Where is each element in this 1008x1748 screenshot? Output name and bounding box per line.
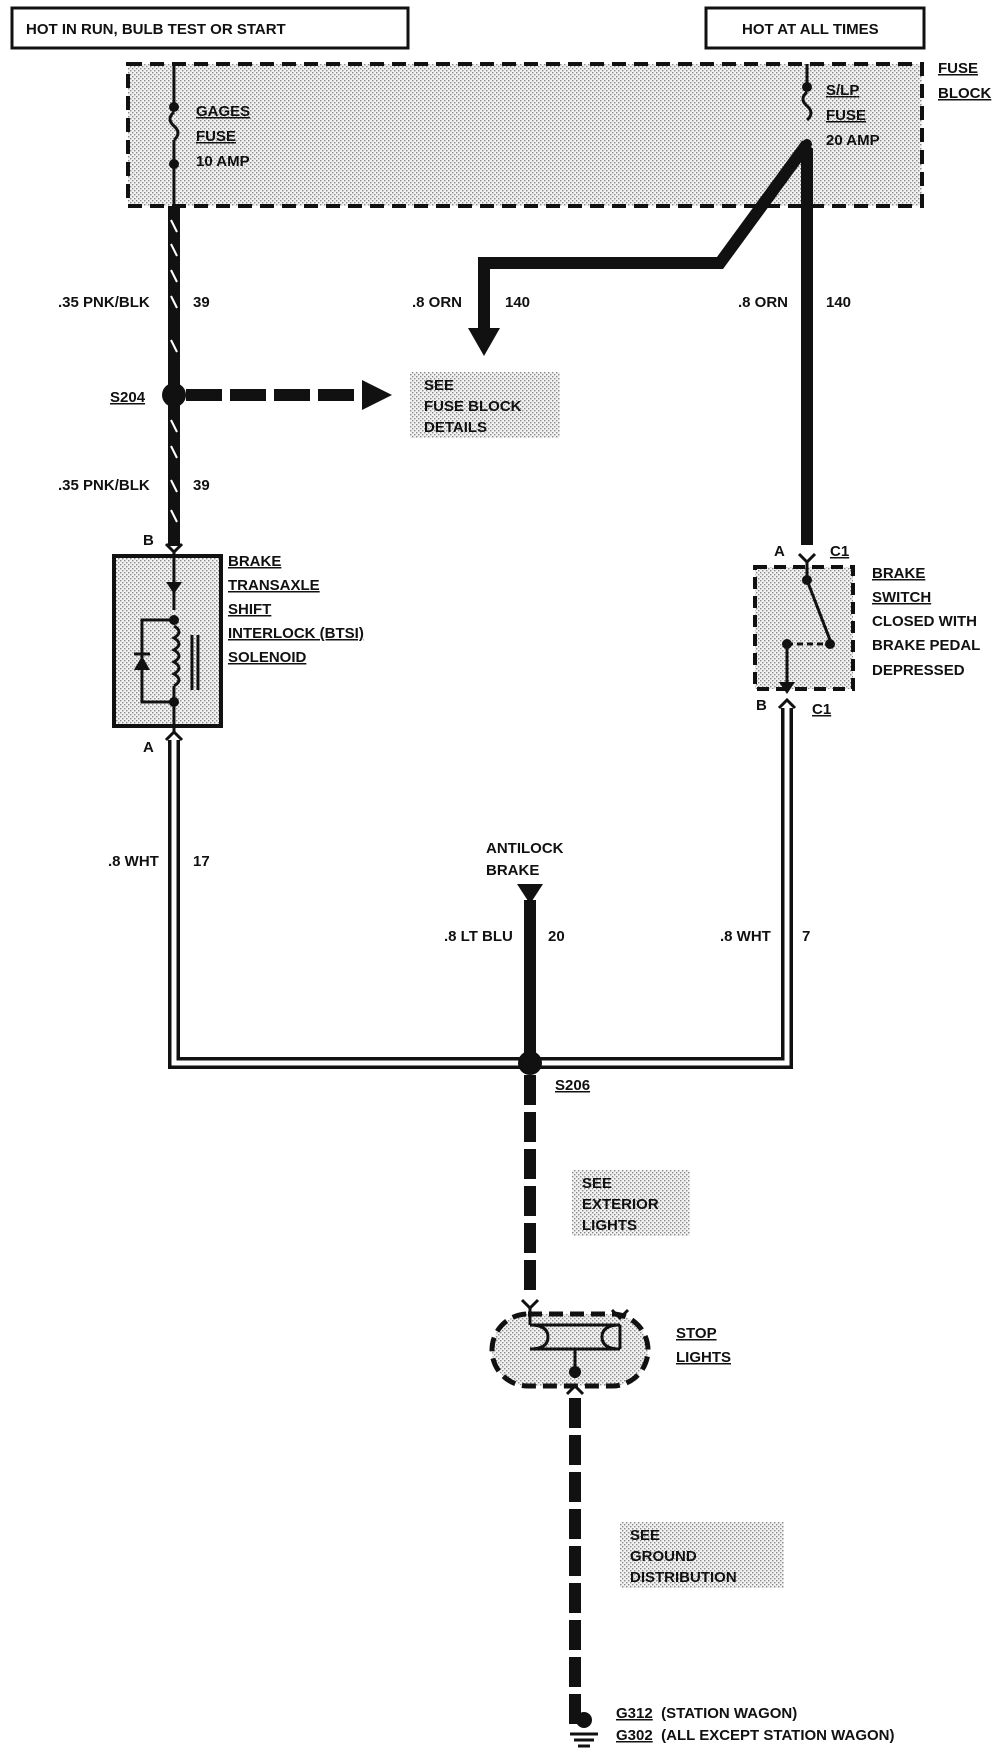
solenoid-label-3: SHIFT: [228, 601, 271, 618]
wire-39-lower-gauge: .35 PNK/BLK: [58, 477, 150, 494]
brake-switch-label-2: SWITCH: [872, 589, 931, 606]
brake-switch-conn-top: C1: [830, 543, 849, 560]
wire-7-gauge: .8 WHT: [720, 928, 771, 945]
header-hot-in-run: HOT IN RUN, BULB TEST OR START: [10, 6, 410, 50]
see-exterior-line2: EXTERIOR: [582, 1196, 659, 1213]
ground-g302: G302 (ALL EXCEPT STATION WAGON): [616, 1727, 894, 1744]
see-exterior-line1: SEE: [582, 1175, 612, 1192]
brake-switch-label-4: BRAKE PEDAL: [872, 637, 980, 654]
wire-17-circuit: 17: [193, 853, 210, 870]
solenoid-label-4: INTERLOCK (BTSI): [228, 625, 364, 642]
gages-fuse-word: FUSE: [196, 128, 236, 145]
brake-switch: A C1 B C1 BRAKE SWITCH CLOSED WITH BRAKE…: [753, 543, 980, 718]
wire-17-gauge: .8 WHT: [108, 853, 159, 870]
brake-switch-pin-a: A: [774, 543, 785, 560]
ground-g312-note: (STATION WAGON): [661, 1705, 797, 1722]
see-fuse-details-line2: FUSE BLOCK: [424, 398, 522, 415]
brake-switch-label-3: CLOSED WITH: [872, 613, 977, 630]
wire-7: .8 WHT 7: [530, 708, 810, 1069]
fuse-block: FUSE BLOCK GAGES FUSE 10 AMP S/LP FUSE 2…: [126, 60, 991, 208]
wire-140-left-gauge: .8 ORN: [412, 294, 462, 311]
brake-switch-label-5: DEPRESSED: [872, 662, 965, 679]
splice-s206-label: S206: [555, 1077, 590, 1094]
stop-lights-label-2: LIGHTS: [676, 1349, 731, 1366]
gages-fuse: GAGES FUSE 10 AMP: [168, 64, 250, 206]
gages-fuse-name: GAGES: [196, 103, 250, 120]
header-hot-at-all-times: HOT AT ALL TIMES: [704, 6, 926, 50]
solenoid-pin-a: A: [143, 739, 154, 756]
ground-g312-id: G312: [616, 1705, 653, 1722]
see-fuse-details-line1: SEE: [424, 377, 454, 394]
ground-g302-note: (ALL EXCEPT STATION WAGON): [661, 1727, 894, 1744]
header-hot-at-all-times-text: HOT AT ALL TIMES: [742, 21, 879, 38]
see-fuse-details-line3: DETAILS: [424, 419, 487, 436]
wire-140-left-circuit: 140: [505, 294, 530, 311]
see-fuse-block-details[interactable]: SEE FUSE BLOCK DETAILS: [410, 372, 560, 438]
see-ground-line2: GROUND: [630, 1548, 697, 1565]
fuse-block-label-2: BLOCK: [938, 85, 991, 102]
see-ground-line3: DISTRIBUTION: [630, 1569, 737, 1586]
stop-lights-label-1: STOP: [676, 1325, 717, 1342]
splice-s204: S204: [110, 380, 392, 410]
wire-7-circuit: 7: [802, 928, 810, 945]
wire-17: .8 WHT 17: [108, 740, 530, 1069]
wire-39-upper-gauge: .35 PNK/BLK: [58, 294, 150, 311]
wire-39: .35 PNK/BLK 39 .35 PNK/BLK 39: [58, 206, 210, 546]
ground-symbol: G312 (STATION WAGON) G302 (ALL EXCEPT ST…: [570, 1705, 894, 1748]
arrow-140-down: [468, 328, 500, 356]
wire-20: ANTILOCK BRAKE .8 LT BLU 20: [444, 840, 565, 1063]
see-exterior-line3: LIGHTS: [582, 1217, 637, 1234]
solenoid-label-5: SOLENOID: [228, 649, 307, 666]
slp-fuse-name: S/LP: [826, 82, 859, 99]
brake-switch-conn-bottom: C1: [812, 701, 831, 718]
solenoid-pin-b: B: [143, 532, 154, 549]
see-exterior-lights[interactable]: SEE EXTERIOR LIGHTS: [572, 1170, 690, 1236]
solenoid-label-2: TRANSAXLE: [228, 577, 320, 594]
brake-switch-pin-b: B: [756, 697, 767, 714]
see-ground-line1: SEE: [630, 1527, 660, 1544]
wire-20-circuit: 20: [548, 928, 565, 945]
antilock-label-2: BRAKE: [486, 862, 539, 879]
wire-140-right-gauge: .8 ORN: [738, 294, 788, 311]
wire-39-lower-circuit: 39: [193, 477, 210, 494]
stop-lights: STOP LIGHTS: [489, 1298, 731, 1396]
btsi-solenoid: B A BRAKE TRANSAXLE SHIFT INTERLOCK (BTS…: [112, 532, 364, 756]
splice-s206: S206: [518, 1051, 590, 1094]
fuse-block-label-1: FUSE: [938, 60, 978, 77]
gages-fuse-rating: 10 AMP: [196, 153, 250, 170]
brake-switch-label-1: BRAKE: [872, 565, 925, 582]
wire-20-gauge: .8 LT BLU: [444, 928, 513, 945]
wire-140: .8 ORN 140 .8 ORN 140: [412, 140, 851, 545]
ground-g312: G312 (STATION WAGON): [616, 1705, 797, 1722]
antilock-connector: [517, 884, 543, 904]
slp-fuse-word: FUSE: [826, 107, 866, 124]
wire-140-right-circuit: 140: [826, 294, 851, 311]
solenoid-label-1: BRAKE: [228, 553, 281, 570]
antilock-label-1: ANTILOCK: [486, 840, 564, 857]
wire-39-upper-circuit: 39: [193, 294, 210, 311]
arrow-to-fuse-details: [362, 380, 392, 410]
slp-fuse-rating: 20 AMP: [826, 132, 880, 149]
ground-g302-id: G302: [616, 1727, 653, 1744]
splice-s204-label: S204: [110, 389, 146, 406]
see-ground-distribution[interactable]: SEE GROUND DISTRIBUTION: [620, 1522, 784, 1588]
header-hot-in-run-text: HOT IN RUN, BULB TEST OR START: [26, 21, 286, 38]
